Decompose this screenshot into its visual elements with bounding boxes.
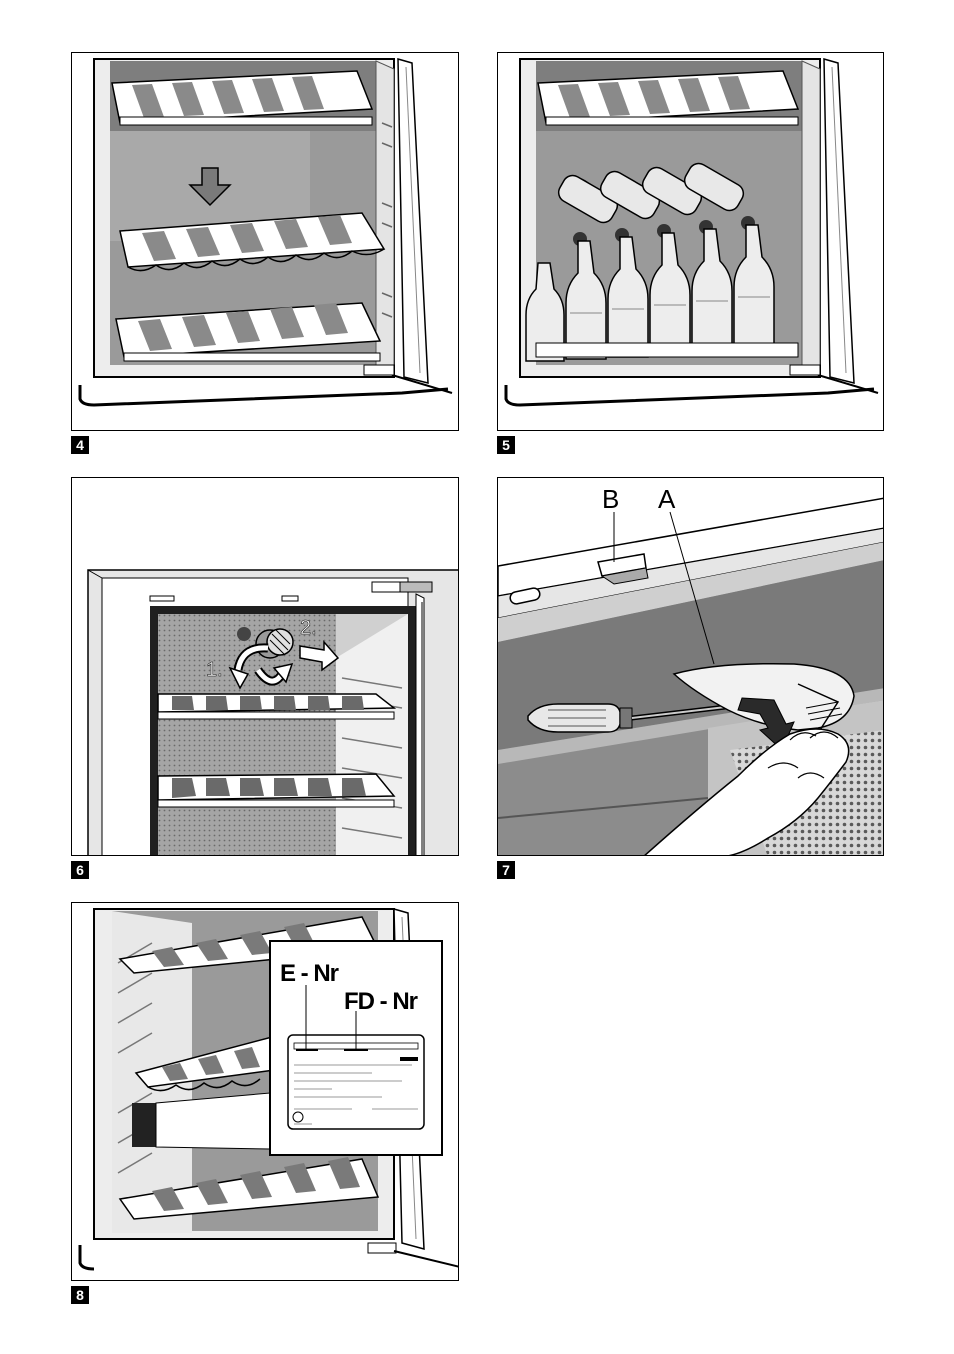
e-nr-label: E - Nr [280,960,339,987]
figure-8-number: 8 [71,1286,89,1304]
figure-5-illustration [498,53,884,431]
figure-7-number: 7 [497,861,515,879]
figure-4-number: 4 [71,436,89,454]
step-2-label: 2. [300,617,317,639]
part-b-label: B [602,484,619,514]
figure-8-panel: E - Nr FD - Nr [71,902,459,1281]
figure-5-number: 5 [497,436,515,454]
figure-5-panel [497,52,884,431]
figure-6-number: 6 [71,861,89,879]
step-1-label: 1. [206,659,223,681]
figure-6-illustration: 1. 2. [72,478,459,856]
figure-7-panel: B A [497,477,884,856]
figure-8-illustration: E - Nr FD - Nr [72,903,459,1281]
fd-nr-label: FD - Nr [344,988,418,1015]
figure-7-illustration: B A [498,478,884,856]
figure-4-panel [71,52,459,431]
part-a-label: A [658,484,676,514]
figure-6-panel: 1. 2. [71,477,459,856]
figure-4-illustration [72,53,459,431]
